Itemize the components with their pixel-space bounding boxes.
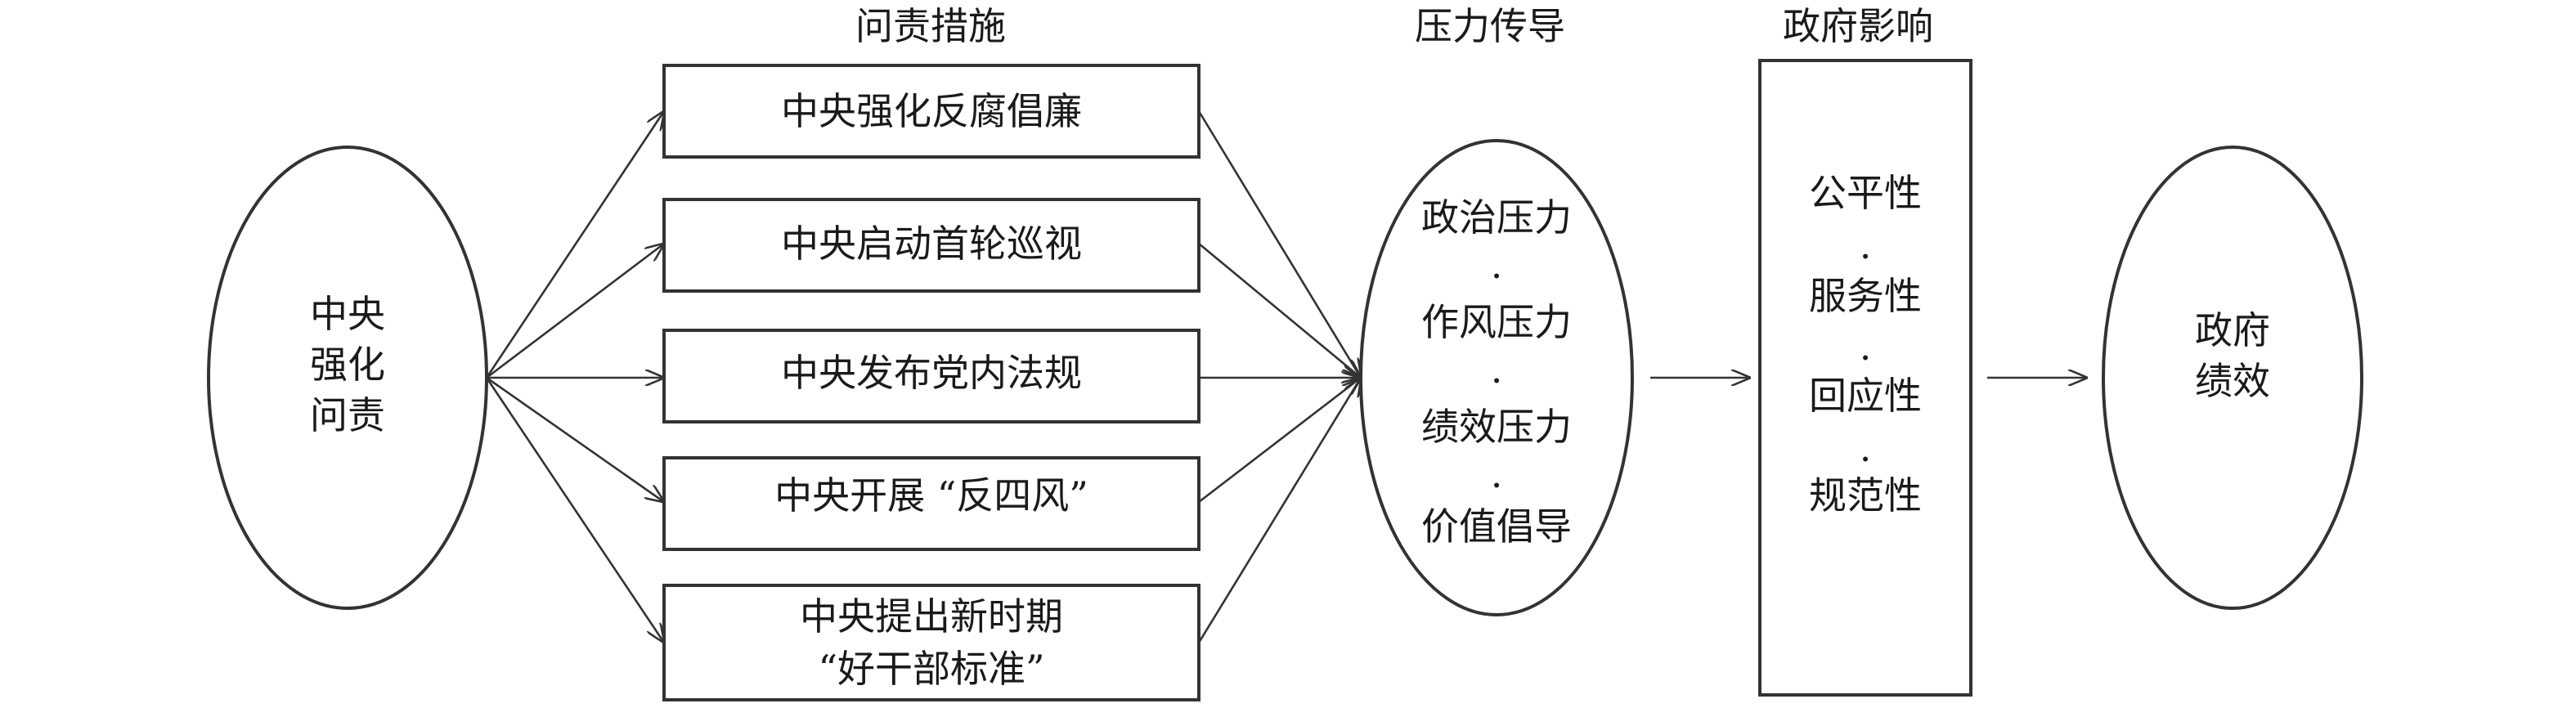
edge-from-measure-5 [1197, 378, 1361, 643]
measure-box-5: 中央提出新时期 “好干部标准” [662, 584, 1200, 701]
measure-rect-3 [662, 329, 1200, 423]
impact-item-2: 服务性 [1809, 274, 1922, 318]
measure-label-3: 中央发布党内法规 [781, 351, 1082, 395]
measure-rect-1 [662, 64, 1200, 159]
target-line-1: 政府 [2195, 308, 2270, 352]
measure-rect-2 [662, 198, 1200, 293]
source-ellipse [207, 146, 488, 610]
header-impact: 政府影响 [1783, 4, 1933, 48]
measure-label-2: 中央启动首轮巡视 [781, 222, 1082, 266]
measure-box-1: 中央强化反腐倡廉 [662, 64, 1200, 159]
measure-rect-5 [662, 584, 1200, 701]
target-ellipse [2102, 146, 2363, 610]
measure-rect-4 [662, 456, 1200, 551]
edges-measures-to-pressure [1197, 110, 1361, 643]
edge-to-measure-4 [486, 376, 664, 502]
measure-label-5a: 中央提出新时期 [800, 594, 1063, 639]
pressure-item-1: 政治压力 [1421, 195, 1572, 240]
impact-item-4: 规范性 [1809, 473, 1922, 518]
measure-box-2: 中央启动首轮巡视 [662, 198, 1200, 293]
impact-rect [1758, 59, 1972, 697]
edge-to-measure-2 [486, 244, 664, 379]
edge-from-measure-4 [1198, 378, 1361, 504]
impact-separator-2: . [1860, 325, 1872, 369]
source-line-1: 中央 [310, 292, 385, 336]
pressure-separator-1: . [1491, 243, 1503, 287]
pressure-node: 政治压力 . 作风压力 . 绩效压力 . 价值倡导 [1359, 139, 1634, 616]
pressure-separator-3: . [1491, 452, 1503, 496]
edges-source-to-measures [485, 111, 664, 643]
measure-label-4: 中央开展 “反四风” [774, 473, 1088, 518]
impact-box: 公平性 . 服务性 . 回应性 . 规范性 [1758, 59, 1972, 697]
impact-item-3: 回应性 [1809, 374, 1922, 418]
source-node: 中央 强化 问责 [207, 146, 488, 610]
measure-label-5b: “好干部标准” [818, 647, 1044, 691]
target-line-2: 绩效 [2195, 359, 2270, 403]
pressure-separator-2: . [1491, 347, 1503, 392]
header-measures: 问责措施 [855, 4, 1006, 48]
source-line-3: 问责 [310, 393, 385, 437]
measure-box-3: 中央发布党内法规 [662, 329, 1200, 423]
edge-from-measure-2 [1198, 242, 1361, 378]
edge-to-measure-5 [485, 377, 664, 643]
source-line-2: 强化 [310, 343, 385, 387]
edge-to-measure-1 [485, 111, 664, 379]
header-pressure: 压力传导 [1415, 4, 1565, 48]
impact-separator-1: . [1860, 223, 1872, 267]
measure-box-4: 中央开展 “反四风” [662, 456, 1200, 551]
target-node: 政府 绩效 [2102, 146, 2363, 610]
pressure-item-4: 价值倡导 [1421, 504, 1572, 549]
impact-item-1: 公平性 [1809, 171, 1922, 215]
impact-separator-3: . [1860, 426, 1872, 470]
pressure-ellipse [1359, 139, 1634, 616]
pressure-item-2: 作风压力 [1421, 300, 1572, 344]
measure-label-1: 中央强化反腐倡廉 [781, 89, 1082, 133]
edge-from-measure-1 [1197, 110, 1361, 378]
pressure-item-3: 绩效压力 [1421, 405, 1572, 449]
